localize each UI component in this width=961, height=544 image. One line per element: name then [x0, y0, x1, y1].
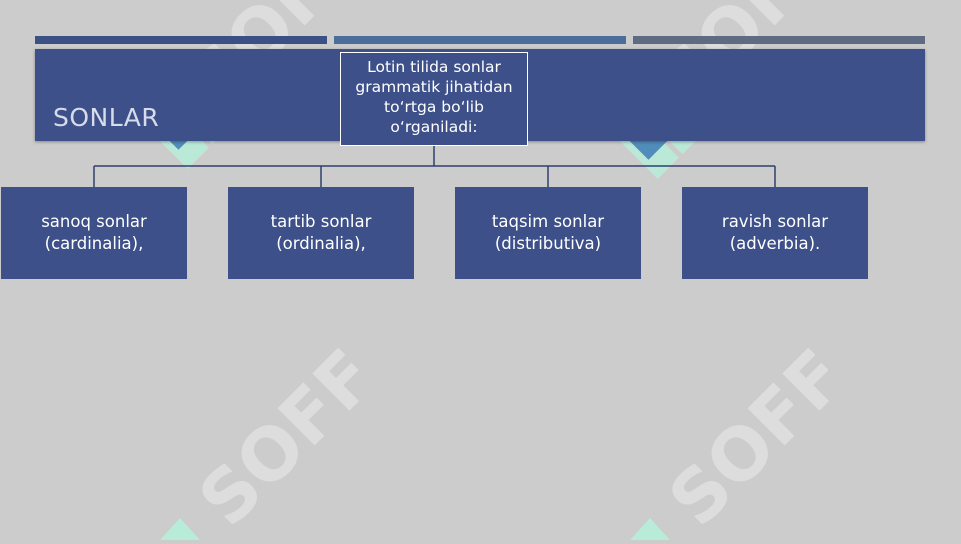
child-node-label: taqsim sonlar [491, 212, 605, 231]
child-node-cardinalia: sanoq sonlar (cardinalia), [1, 187, 187, 279]
child-node-label: ravish sonlar [721, 212, 829, 231]
child-node-ordinalia: tartib sonlar (ordinalia), [228, 187, 414, 279]
child-node-adverbia: ravish sonlar (adverbia). [682, 187, 868, 279]
root-node: Lotin tilida sonlar grammatik jihatidan … [340, 52, 528, 146]
child-node-sublabel: (ordinalia), [276, 234, 366, 253]
child-node-sublabel: (distributiva) [494, 234, 602, 253]
root-node-line: o‘rganiladi: [390, 118, 478, 136]
root-node-line: grammatik jihatidan [355, 78, 513, 96]
accent-bar-3 [633, 36, 925, 44]
accent-bar-1 [35, 36, 327, 44]
root-node-line: to‘rtga bo‘lib [384, 98, 484, 116]
slide-title: SONLAR [53, 103, 160, 132]
child-node-label: sanoq sonlar [41, 212, 147, 231]
accent-bar-2 [334, 36, 626, 44]
child-node-label: tartib sonlar [270, 212, 372, 231]
root-node-line: Lotin tilida sonlar [367, 58, 501, 76]
child-node-sublabel: (adverbia). [729, 234, 821, 253]
child-node-distributiva: taqsim sonlar (distributiva) [455, 187, 641, 279]
child-node-sublabel: (cardinalia), [44, 234, 144, 253]
